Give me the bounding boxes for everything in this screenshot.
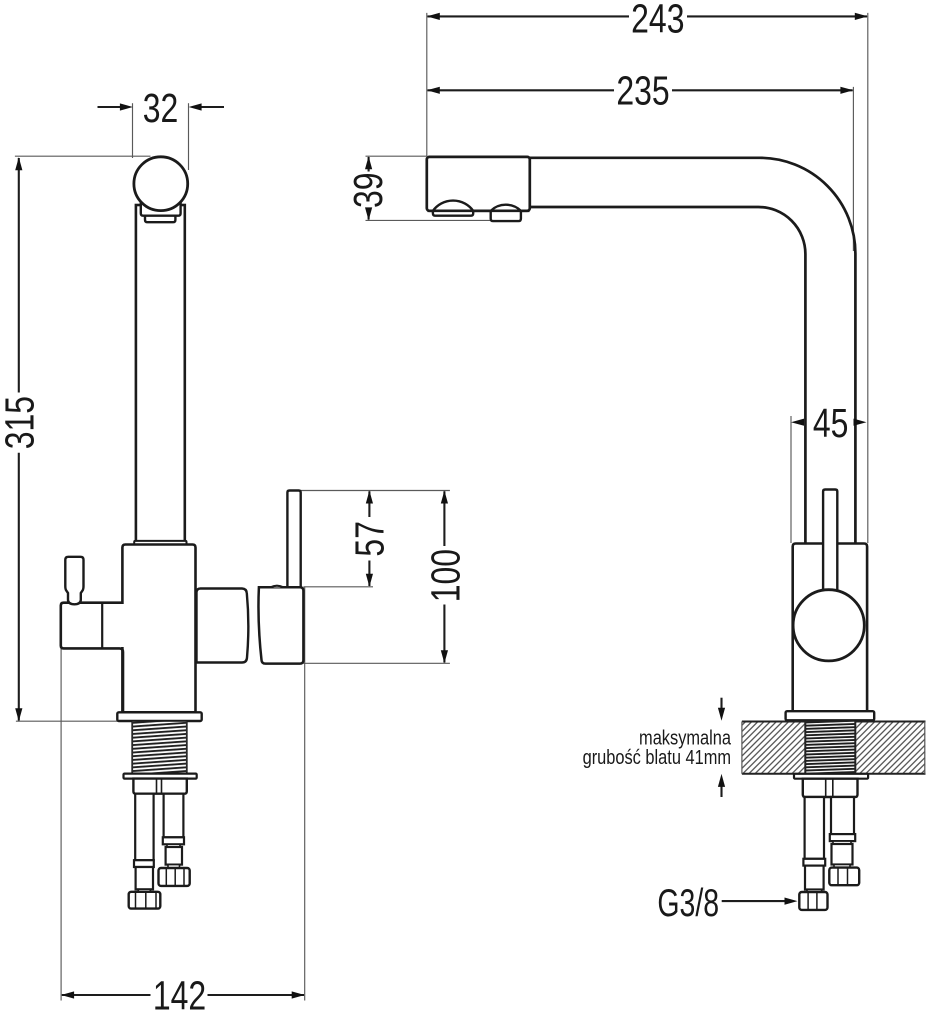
svg-text:315: 315 [0,396,42,449]
svg-text:39: 39 [345,172,391,208]
svg-text:32: 32 [143,85,179,131]
svg-text:243: 243 [631,0,684,41]
svg-text:235: 235 [616,68,669,114]
svg-text:G3/8: G3/8 [657,882,719,925]
svg-text:142: 142 [153,973,206,1019]
svg-text:100: 100 [423,549,469,602]
svg-text:57: 57 [347,521,393,557]
svg-text:maksymalna: maksymalna [639,726,732,749]
svg-text:grubość blatu 41mm: grubość blatu 41mm [583,745,731,768]
svg-text:45: 45 [813,400,849,446]
